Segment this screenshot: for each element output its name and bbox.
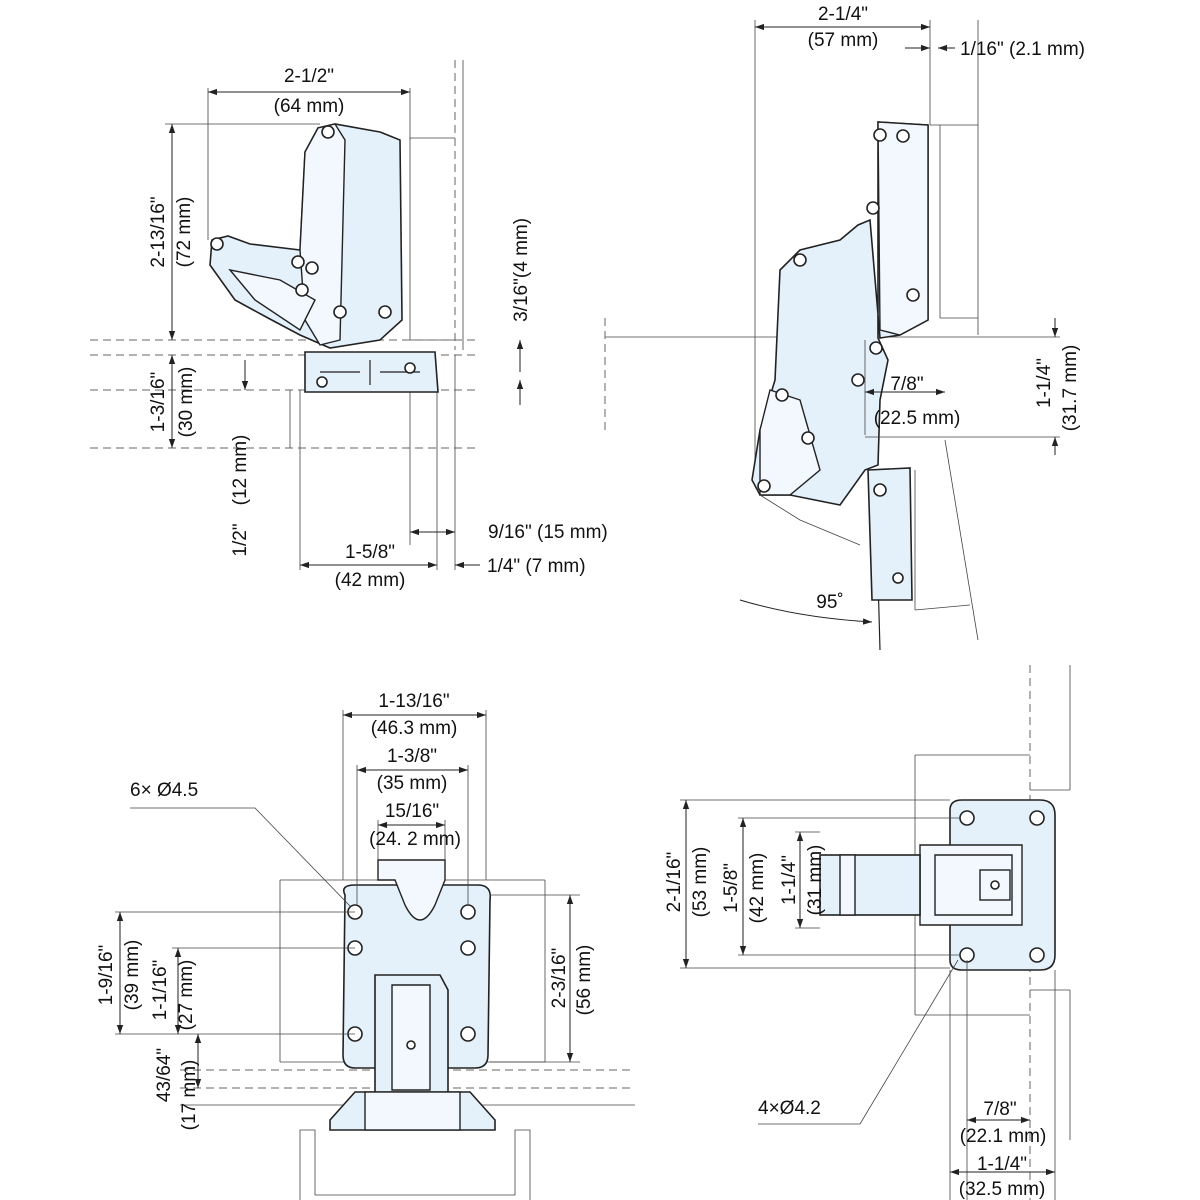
- bl-h1-in: 1-9/16": [96, 945, 117, 1006]
- bl-h4-mm: (56 mm): [574, 945, 595, 1016]
- tr-thickness: 1/16" (2.1 mm): [960, 39, 1085, 60]
- bl-h3-mm: (17 mm): [179, 1060, 200, 1131]
- view-front: 1-13/16" (46.3 mm) 1-3/8" (35 mm) 15/16"…: [96, 691, 635, 1200]
- bl-w2-in: 1-3/8": [387, 746, 437, 767]
- br-h2-in: 1-5/8": [721, 863, 742, 913]
- tr-angle: 95˚: [816, 592, 843, 613]
- br-holes: 4×Ø4.2: [758, 1098, 821, 1119]
- bl-h3-in: 43/64": [154, 1048, 175, 1102]
- br-w1-in: 7/8": [983, 1099, 1016, 1120]
- view-side-closed: 2-1/2" (64 mm) 2-13/16" (72 mm) 3/16" (4…: [90, 60, 608, 591]
- br-w1-mm: (22.1 mm): [960, 1126, 1047, 1147]
- bl-h2-mm: (27 mm): [176, 960, 197, 1031]
- br-h1-in: 2-1/16": [664, 852, 685, 913]
- bl-w1-in: 1-13/16": [378, 691, 449, 712]
- bl-w2-mm: (35 mm): [377, 773, 448, 794]
- tl-width-mm: (64 mm): [274, 96, 345, 117]
- bl-w3-mm: (24. 2 mm): [369, 829, 461, 850]
- tr-b-mm: (31.7 mm): [1060, 345, 1081, 432]
- tr-width-mm: (57 mm): [808, 30, 879, 51]
- view-top: 2-1/16" (53 mm) 1-5/8" (42 mm) 1-1/4" (3…: [664, 665, 1071, 1200]
- bl-h4-in: 2-3/16": [549, 948, 570, 1009]
- br-h2-mm: (42 mm): [747, 853, 768, 924]
- view-side-open: 2-1/4" (57 mm) 1/16" (2.1 mm) 7/8" (22.5…: [604, 4, 1085, 651]
- bl-h1-mm: (39 mm): [122, 940, 143, 1011]
- br-w2-mm: (32.5 mm): [959, 1179, 1046, 1200]
- bl-w3-in: 15/16": [385, 801, 439, 822]
- tl-base-in: 1-3/16": [148, 372, 169, 433]
- tl-d: 9/16" (15 mm): [488, 522, 608, 543]
- tl-height-in: 2-13/16": [148, 196, 169, 267]
- tl-c-in: 1/2": [230, 523, 251, 556]
- tr-width-in: 2-1/4": [818, 4, 868, 25]
- tr-b-in: 1-1/4": [1034, 358, 1055, 408]
- br-h1-mm: (53 mm): [690, 847, 711, 918]
- tl-e-in: 1-5/8": [345, 542, 395, 563]
- tl-offset-in: 3/16": [511, 278, 532, 322]
- tl-offset-mm: (4 mm): [511, 218, 532, 278]
- tl-height-mm: (72 mm): [174, 197, 195, 268]
- bl-h2-in: 1-1/16": [150, 960, 171, 1021]
- tl-c-mm: (12 mm): [230, 435, 251, 506]
- tr-a-in: 7/8": [890, 374, 923, 395]
- tl-f: 1/4" (7 mm): [487, 556, 586, 577]
- bl-w1-mm: (46.3 mm): [371, 718, 458, 739]
- tr-a-mm: (22.5 mm): [874, 408, 961, 429]
- br-h3-in: 1-1/4": [779, 855, 800, 905]
- tl-base-mm: (30 mm): [176, 367, 197, 438]
- br-h3-mm: (31 mm): [805, 845, 826, 916]
- bl-holes: 6× Ø4.5: [130, 780, 198, 801]
- br-w2-in: 1-1/4": [977, 1154, 1027, 1175]
- tl-width-in: 2-1/2": [284, 66, 334, 87]
- tl-e-mm: (42 mm): [335, 570, 406, 591]
